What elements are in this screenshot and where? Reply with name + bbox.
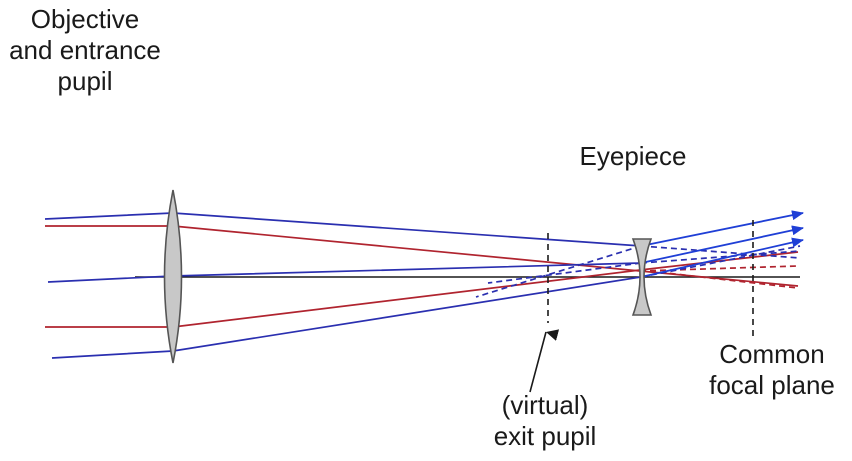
blue-ray-lower-virtual: [640, 245, 801, 278]
exit-pupil-label-line-2: exit pupil: [493, 421, 597, 451]
exit-pupil-pointer-arrow: [529, 329, 560, 393]
blue-ray-upper-virtual: [640, 245, 801, 259]
objective-lens: [163, 189, 183, 364]
red-ray-upper: [45, 225, 641, 272]
red-ray-upper-virtual: [639, 265, 799, 272]
virtual-ray-back-2: [487, 262, 642, 284]
blue-ray-lower: [51, 276, 642, 359]
eyepiece-lens: [631, 238, 653, 316]
blue-ray-upper: [44, 212, 642, 247]
red-ray-lower-exit: [639, 251, 799, 271]
blue-ray-middle-virtual: [640, 250, 801, 264]
blue-ray-group: [44, 212, 801, 359]
objective-label-line-3: pupil: [57, 66, 113, 96]
focal-plane-label-line-1: Common: [719, 339, 825, 369]
red-ray-upper-exit: [639, 270, 799, 287]
exit-pupil-label: (virtual) exit pupil: [470, 390, 620, 452]
focal-plane-label-line-2: focal plane: [709, 370, 835, 400]
objective-label-line-1: Objective: [30, 4, 140, 34]
blue-arrow-group: [640, 210, 804, 278]
exit-pupil-label-line-1: (virtual): [501, 390, 589, 420]
objective-label-line-2: and entrance: [9, 35, 161, 65]
virtual-ray-back-1: [475, 245, 642, 298]
blue-ray-middle: [47, 262, 642, 283]
blue-arrow-top: [640, 210, 804, 247]
focal-plane-label: Common focal plane: [692, 339, 852, 401]
red-ray-lower-virtual: [639, 269, 799, 289]
eyepiece-label: Eyepiece: [579, 141, 687, 171]
blue-arrow-middle: [640, 225, 804, 264]
blue-arrow-bottom: [640, 237, 804, 278]
objective-label: Objective and entrance pupil: [0, 4, 170, 97]
